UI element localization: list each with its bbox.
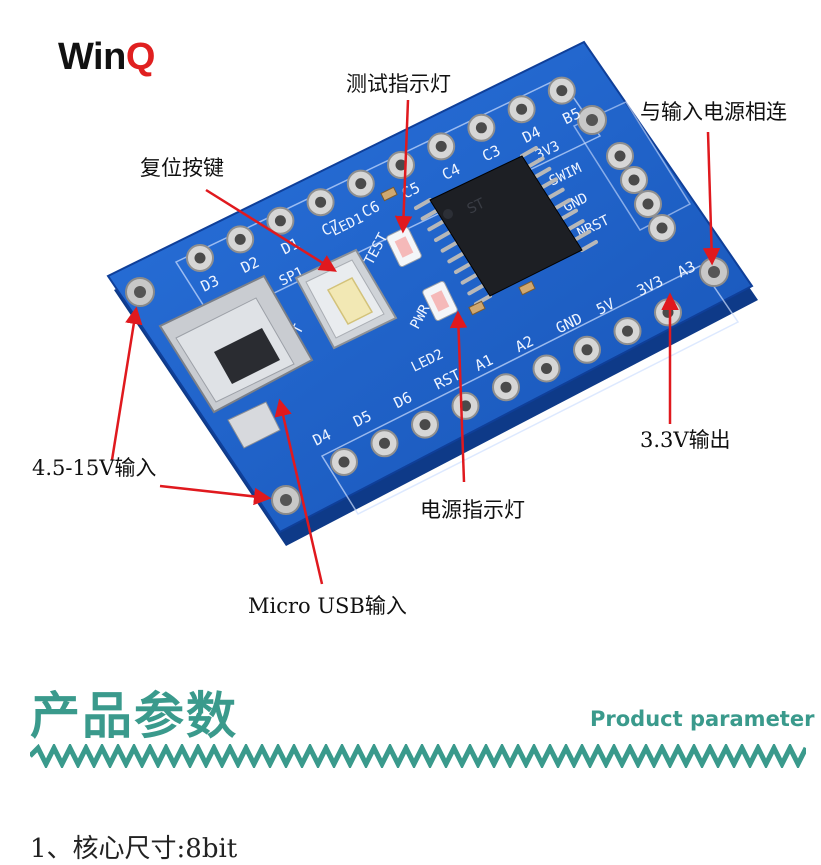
bottom-pad: [613, 317, 642, 346]
mount-hole-top-left: [125, 277, 155, 307]
bottom-pad: [532, 354, 561, 383]
param-item: 1、核心尺寸:8bit: [30, 834, 238, 864]
callout-output-voltage: 3.3V输出: [640, 428, 731, 452]
callout-arrows: [110, 99, 721, 585]
right-pad: [620, 166, 648, 194]
bottom-pad: [370, 429, 399, 458]
right-header-pads: [606, 142, 676, 242]
arrow-input-voltage-gnd: [159, 484, 272, 506]
right-header-outline: [572, 101, 692, 231]
top-header-pads: [186, 76, 576, 272]
bottom-pad: [451, 391, 480, 420]
right-pad: [606, 142, 634, 170]
brand-logo: WinQ: [58, 36, 155, 78]
micro-usb-connector: [158, 274, 314, 449]
top-pad: [467, 113, 496, 142]
top-pad: [346, 169, 375, 198]
decorative-wave-divider: [30, 744, 806, 768]
top-pad: [547, 76, 576, 105]
arrow-test-led: [394, 99, 413, 234]
bottom-pad: [654, 298, 682, 327]
arrow-usb-input: [274, 398, 324, 585]
top-pad: [266, 206, 295, 235]
arrow-power-led: [449, 310, 468, 483]
bottom-pad: [411, 410, 439, 439]
arrow-input-voltage-plus: [110, 306, 143, 461]
top-pad: [427, 132, 456, 161]
bottom-pad: [330, 448, 358, 476]
smd-components: [380, 186, 536, 316]
reset-button-illustration: [294, 248, 398, 350]
top-pad: [507, 95, 536, 124]
top-pad: [226, 225, 255, 254]
mount-hole-bottom-right: [699, 257, 729, 287]
bottom-pad: [573, 335, 601, 364]
arrow-power-connect: [702, 131, 721, 266]
right-pad: [634, 190, 662, 218]
top-pad: [387, 151, 415, 179]
mount-hole-bottom-left: [271, 485, 301, 515]
callout-power-led: 电源指示灯: [420, 498, 525, 522]
callout-input-voltage: 4.5-15V输入: [32, 456, 157, 480]
mount-hole-top-right: [577, 105, 607, 135]
top-pad: [306, 188, 335, 217]
callout-usb-input: Micro USB输入: [248, 594, 407, 618]
bottom-header-outline: [320, 265, 740, 515]
callout-reset-key: 复位按键: [140, 156, 224, 180]
mcu-chip: ST: [414, 146, 598, 306]
chip-logo-mark: ST: [465, 195, 488, 217]
right-pad: [648, 214, 676, 242]
section-subtitle: Product parameter: [590, 707, 815, 731]
arrow-reset-key: [205, 188, 337, 272]
section-title: 产品参数: [30, 687, 238, 745]
top-pad: [186, 244, 214, 272]
bottom-pad: [492, 373, 520, 402]
power-led-illustration: [422, 280, 458, 322]
callout-test-led: 测试指示灯: [346, 72, 451, 96]
callout-power-connect: 与输入电源相连: [640, 100, 787, 124]
